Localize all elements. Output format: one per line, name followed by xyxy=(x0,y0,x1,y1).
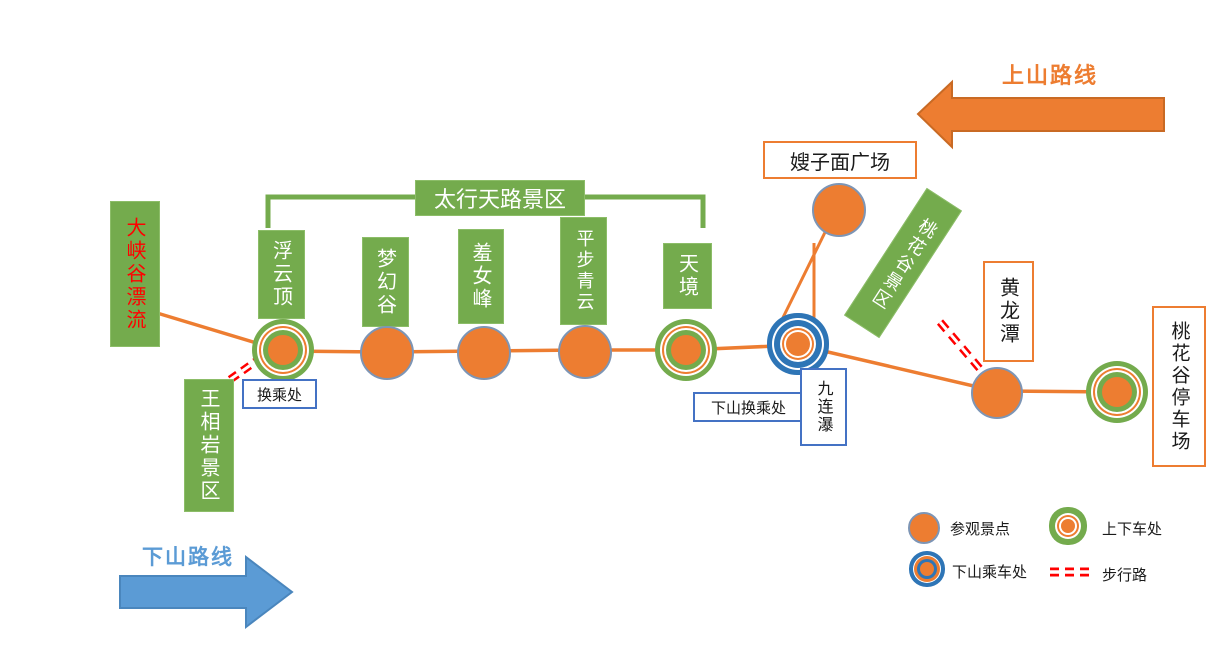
station-label-pingbuqingyun: 平步青云 xyxy=(560,217,607,325)
legend-downhill-boarding-label: 下山乘车处 xyxy=(952,563,1028,581)
label-taohuagu-parking: 桃花谷停车场 xyxy=(1152,306,1206,467)
station-circle-menghuangu xyxy=(360,326,414,380)
label-downhill-transfer-stop: 下山换乘处 xyxy=(693,392,804,422)
legend-boarding-label: 上下车处 xyxy=(1102,520,1163,538)
station-circle-tianjing-boarding xyxy=(671,335,701,365)
downhill-route-label: 下山路线 xyxy=(142,545,234,569)
station-circle-xiunvfeng xyxy=(457,326,511,380)
station-circle-jiulianpu-downhill xyxy=(786,332,810,356)
uphill-arrow-icon xyxy=(916,79,1165,150)
station-circle-huanglongtan xyxy=(971,367,1023,419)
area-rafting: 大峡谷漂流 xyxy=(110,201,160,347)
label-transfer-stop: 换乘处 xyxy=(242,379,317,409)
legend-spot-label: 参观景点 xyxy=(950,520,1011,538)
station-label-tianjing: 天境 xyxy=(663,243,712,309)
legend-walking-path-label: 步行路 xyxy=(1102,566,1148,584)
station-circle-fuyunding-boarding xyxy=(268,335,298,365)
station-circle-taohuagu-parking-boarding xyxy=(1102,377,1132,407)
downhill-arrow-icon xyxy=(119,554,294,630)
legend-boarding-icon xyxy=(1061,519,1075,533)
uphill-route-label: 上山路线 xyxy=(1002,64,1099,89)
station-label-xiunvfeng: 羞女峰 xyxy=(458,229,504,324)
label-huanglongtan: 黄龙潭 xyxy=(983,261,1034,362)
legend-spot-icon xyxy=(908,512,940,544)
station-label-menghuangu: 梦幻谷 xyxy=(362,237,409,327)
station-circle-pingbuqingyun xyxy=(558,325,612,379)
walking-path-huanglongtan xyxy=(936,319,990,379)
legend-downhill-boarding-icon xyxy=(920,562,934,576)
area-wangxiangyan: 王相岩景区 xyxy=(184,379,234,512)
walking-path-transfer xyxy=(225,353,265,385)
area-taihang-header: 太行天路景区 xyxy=(415,180,585,216)
label-saozimian-square: 嫂子面广场 xyxy=(763,141,917,179)
station-label-fuyunding: 浮云顶 xyxy=(258,230,305,319)
station-circle-saozimian xyxy=(812,183,866,237)
label-jiulianpu: 九连瀑 xyxy=(800,368,847,446)
